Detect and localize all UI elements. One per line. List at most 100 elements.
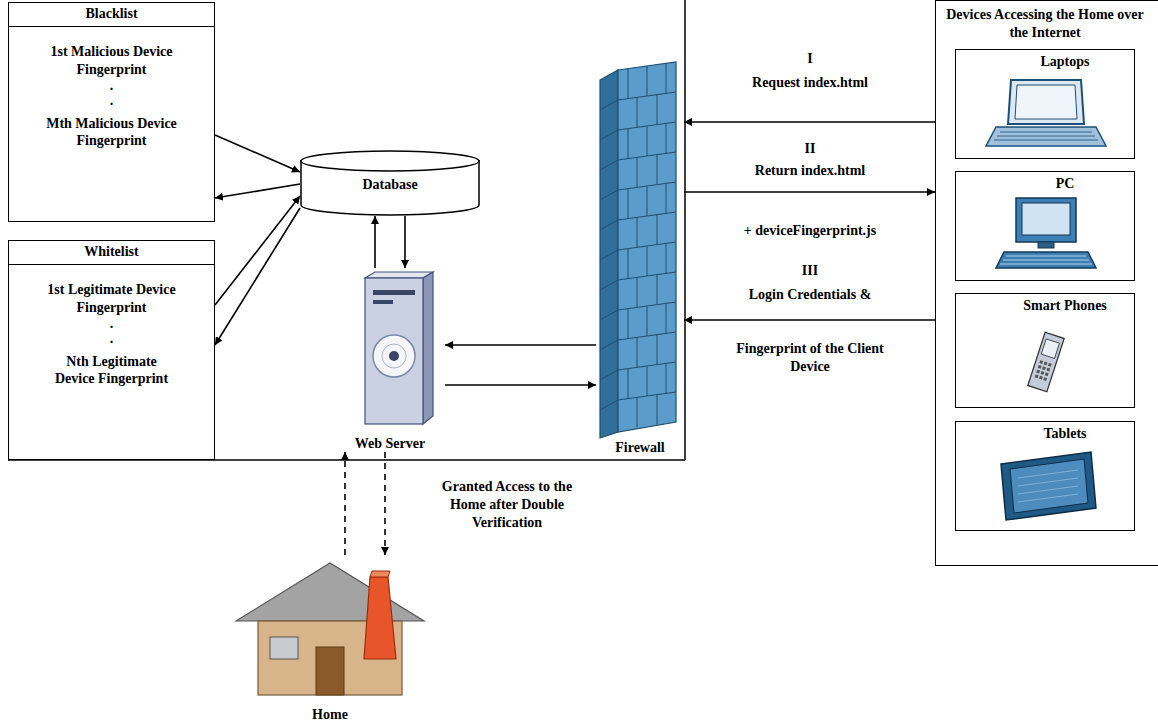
dashed-arrow — [384, 452, 386, 555]
web-server-icon: Web Server — [335, 268, 445, 452]
phone-key — [1038, 365, 1042, 369]
phone-key — [1048, 363, 1052, 367]
list-item: . — [46, 316, 178, 331]
icon-line — [666, 303, 667, 333]
blacklist-box: Blacklist1st Malicious Device Fingerprin… — [8, 2, 215, 222]
icon-line — [600, 340, 618, 350]
server-disc — [389, 351, 399, 361]
node-heading: Tablets — [956, 422, 1158, 443]
pc-icon — [956, 196, 1136, 278]
list-item: Nth Legitimate Device Fingerprint — [46, 353, 178, 388]
arrow — [215, 135, 300, 172]
phone-icon — [956, 318, 1136, 405]
server-disc — [373, 335, 415, 377]
server-side — [423, 272, 433, 424]
icon-line — [666, 63, 667, 93]
whitelist-box: Whitelist1st Legitimate Device Fingerpri… — [8, 240, 215, 460]
house-roof — [236, 563, 424, 621]
tablet-body — [1001, 452, 1096, 520]
list-item: Mth Malicious Device Fingerprint — [46, 115, 178, 150]
phone-body — [1028, 332, 1064, 391]
laptop-base — [986, 127, 1106, 146]
phone-key — [1036, 370, 1040, 374]
laptop-icon — [956, 74, 1136, 156]
icon-line — [666, 123, 667, 153]
icon-line — [657, 275, 658, 305]
pc-screen — [1022, 203, 1070, 235]
phone-key — [1039, 360, 1043, 364]
cylinder-top — [301, 151, 479, 171]
arrow — [215, 184, 300, 198]
firewall-front — [618, 62, 676, 432]
icon-line — [618, 152, 676, 160]
icon-line — [600, 160, 618, 170]
laptop-screen — [1015, 85, 1077, 119]
arrow — [215, 196, 300, 305]
phone-key — [1039, 376, 1043, 380]
firewall-icon — [596, 60, 684, 438]
arrow — [404, 216, 406, 268]
icon-line — [637, 277, 638, 307]
house-door — [316, 647, 344, 695]
icon-line — [657, 95, 658, 125]
node-heading: Whitelist — [9, 241, 214, 265]
icon-line — [600, 190, 618, 200]
phone-key — [1041, 371, 1045, 375]
phone-icon — [1028, 332, 1064, 391]
icon-line — [618, 392, 676, 400]
icon-line — [618, 272, 676, 280]
arrow — [215, 208, 300, 345]
icon-line — [628, 249, 629, 279]
step-number: I — [780, 50, 840, 68]
node-heading: PC — [956, 172, 1158, 193]
house-window — [270, 637, 298, 659]
house-icon — [230, 555, 430, 701]
icon-line — [600, 400, 618, 410]
icon-line — [647, 306, 648, 336]
step-number: III — [780, 262, 840, 280]
server-icon — [335, 268, 445, 428]
icon-line — [666, 363, 667, 393]
node-heading: Devices Accessing the Home over the Inte… — [936, 1, 1154, 42]
tablet-icon — [956, 446, 1136, 528]
icon-line — [600, 220, 618, 230]
icon-line — [994, 140, 1098, 141]
icon-line — [618, 212, 676, 220]
device-box: Tablets — [955, 421, 1135, 531]
pc-stand — [1038, 242, 1054, 248]
icon-line — [647, 246, 648, 276]
icon-line — [647, 126, 648, 156]
dashed-arrow — [344, 452, 346, 555]
node-heading: Database — [300, 150, 480, 193]
server-slot — [373, 290, 415, 295]
firewall-icon: Firewall — [596, 60, 684, 456]
list-item: . — [46, 93, 178, 108]
phone-key — [1042, 366, 1046, 370]
edge-label: Login Credentials & — [710, 286, 910, 304]
icon-line — [637, 217, 638, 247]
icon-line — [657, 395, 658, 425]
icon-line — [600, 100, 618, 110]
icon-line — [1018, 486, 1078, 494]
node-heading: Web Server — [355, 436, 425, 452]
server-top — [365, 272, 433, 278]
arrow — [684, 191, 935, 193]
server-disc — [382, 344, 406, 368]
node-heading: Laptops — [956, 50, 1158, 71]
node-heading: Home — [312, 707, 348, 723]
edge-label: Return index.html — [710, 162, 910, 180]
icon-line — [657, 215, 658, 245]
house-chimney — [370, 571, 390, 577]
icon-line — [600, 280, 618, 290]
icon-line — [637, 97, 638, 127]
icon-line — [637, 157, 638, 187]
icon-line — [628, 309, 629, 339]
icon-line — [637, 397, 638, 427]
arrow — [684, 319, 935, 321]
server-slot — [373, 300, 393, 304]
enclosure-line — [684, 0, 686, 460]
database-cylinder: Database — [300, 150, 480, 216]
tablet-screen — [1010, 459, 1088, 513]
icon-line — [647, 66, 648, 96]
